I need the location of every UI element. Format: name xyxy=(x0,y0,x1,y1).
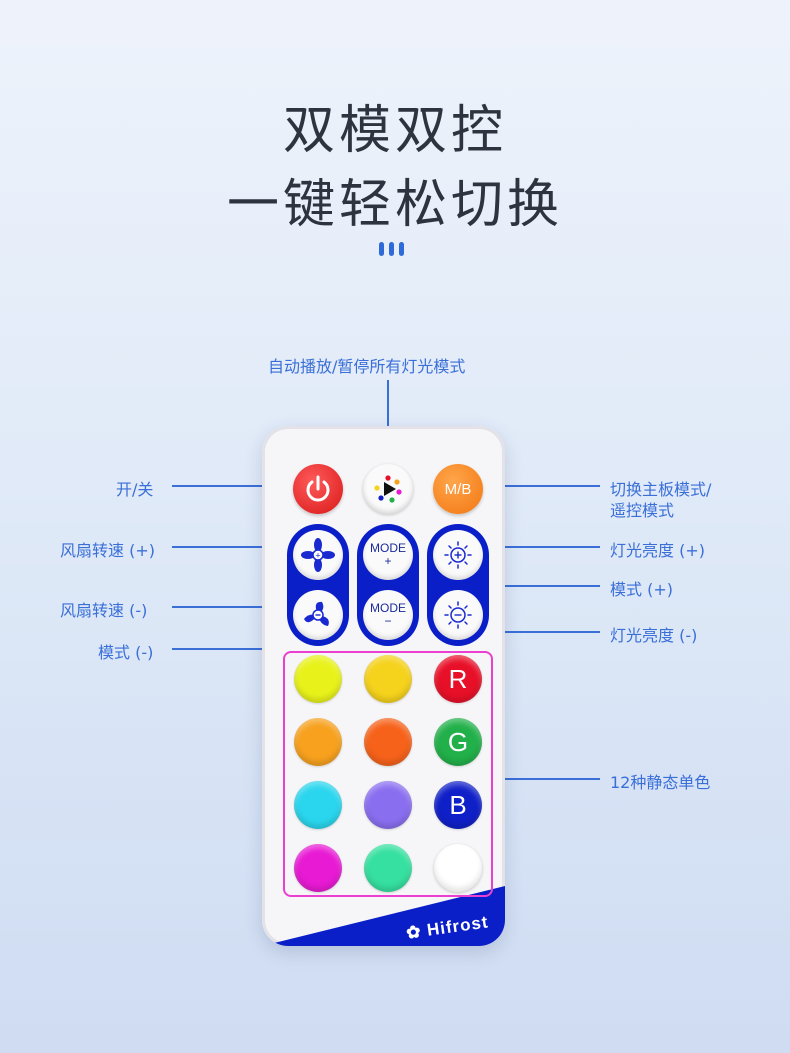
mode-control-group: MODE + MODE − xyxy=(357,524,419,646)
mode-minus-button[interactable]: MODE − xyxy=(363,590,413,640)
label-switch-mode-1: 切换主板模式/ xyxy=(610,480,712,499)
fan-speed-minus-button[interactable] xyxy=(293,590,343,640)
line-brightness-plus xyxy=(460,546,600,548)
label-brightness-minus: 灯光亮度 (-) xyxy=(610,626,698,645)
label-autoplay: 自动播放/暂停所有灯光模式 xyxy=(268,357,466,376)
heading-line-1: 双模双控 xyxy=(282,101,507,161)
mode-minus-label: MODE xyxy=(370,601,406,615)
fan-plus-icon: + xyxy=(301,538,335,572)
label-static-colors: 12种静态单色 xyxy=(610,773,711,792)
line-static-colors xyxy=(493,778,600,780)
brightness-plus-icon xyxy=(444,541,472,569)
label-mode-plus: 模式 (+) xyxy=(610,580,673,599)
line-fan-minus xyxy=(172,606,312,608)
mode-plus-label: MODE xyxy=(370,541,406,555)
remote-control: M/B + xyxy=(262,426,505,946)
color-button-1[interactable] xyxy=(294,655,342,703)
fan-minus-icon xyxy=(304,601,329,626)
color-button-10[interactable] xyxy=(294,844,342,892)
svg-text:+: + xyxy=(315,551,320,561)
color-button-4[interactable] xyxy=(294,718,342,766)
fan-speed-plus-button[interactable]: + xyxy=(293,530,343,580)
flower-icon: ✿ xyxy=(405,921,423,943)
label-switch-mode-2: 遥控模式 xyxy=(610,501,675,520)
brightness-plus-button[interactable] xyxy=(433,530,483,580)
heading-line-2: 一键轻松切换 xyxy=(226,175,563,235)
color-button-letter: B xyxy=(449,789,467,820)
brightness-control-group xyxy=(427,524,489,646)
color-button-9[interactable]: B xyxy=(434,781,482,829)
label-mode-minus: 模式 (-) xyxy=(98,643,154,662)
fan-control-group: + xyxy=(287,524,349,646)
label-fan-plus: 风扇转速 (+) xyxy=(60,541,155,560)
mb-label: M/B xyxy=(444,480,472,498)
color-button-letter: G xyxy=(447,726,469,757)
mb-switch-button[interactable]: M/B xyxy=(433,464,483,514)
mode-minus-sign: − xyxy=(384,614,392,628)
color-button-3[interactable]: R xyxy=(434,655,482,703)
color-button-12[interactable] xyxy=(434,844,482,892)
line-fan-plus xyxy=(172,546,312,548)
play-pause-button[interactable] xyxy=(363,464,413,514)
label-brightness-plus: 灯光亮度 (+) xyxy=(610,541,705,560)
mode-plus-sign: + xyxy=(384,554,392,568)
label-power: 开/关 xyxy=(116,480,154,499)
power-icon xyxy=(306,475,330,502)
line-power xyxy=(172,485,298,487)
line-brightness-minus xyxy=(460,631,600,633)
color-button-6[interactable]: G xyxy=(434,718,482,766)
label-fan-minus: 风扇转速 (-) xyxy=(60,601,148,620)
static-colors-highlight xyxy=(283,651,493,897)
brightness-minus-icon xyxy=(444,601,472,629)
color-button-8[interactable] xyxy=(364,781,412,829)
power-button[interactable] xyxy=(293,464,343,514)
brightness-minus-button[interactable] xyxy=(433,590,483,640)
play-icon xyxy=(374,475,402,503)
line-switch-mode xyxy=(478,485,600,487)
color-button-2[interactable] xyxy=(364,655,412,703)
color-button-11[interactable] xyxy=(364,844,412,892)
color-button-5[interactable] xyxy=(364,718,412,766)
color-button-7[interactable] xyxy=(294,781,342,829)
color-button-letter: R xyxy=(448,663,468,694)
mode-plus-button[interactable]: MODE + xyxy=(363,530,413,580)
decorative-dots xyxy=(379,242,404,256)
